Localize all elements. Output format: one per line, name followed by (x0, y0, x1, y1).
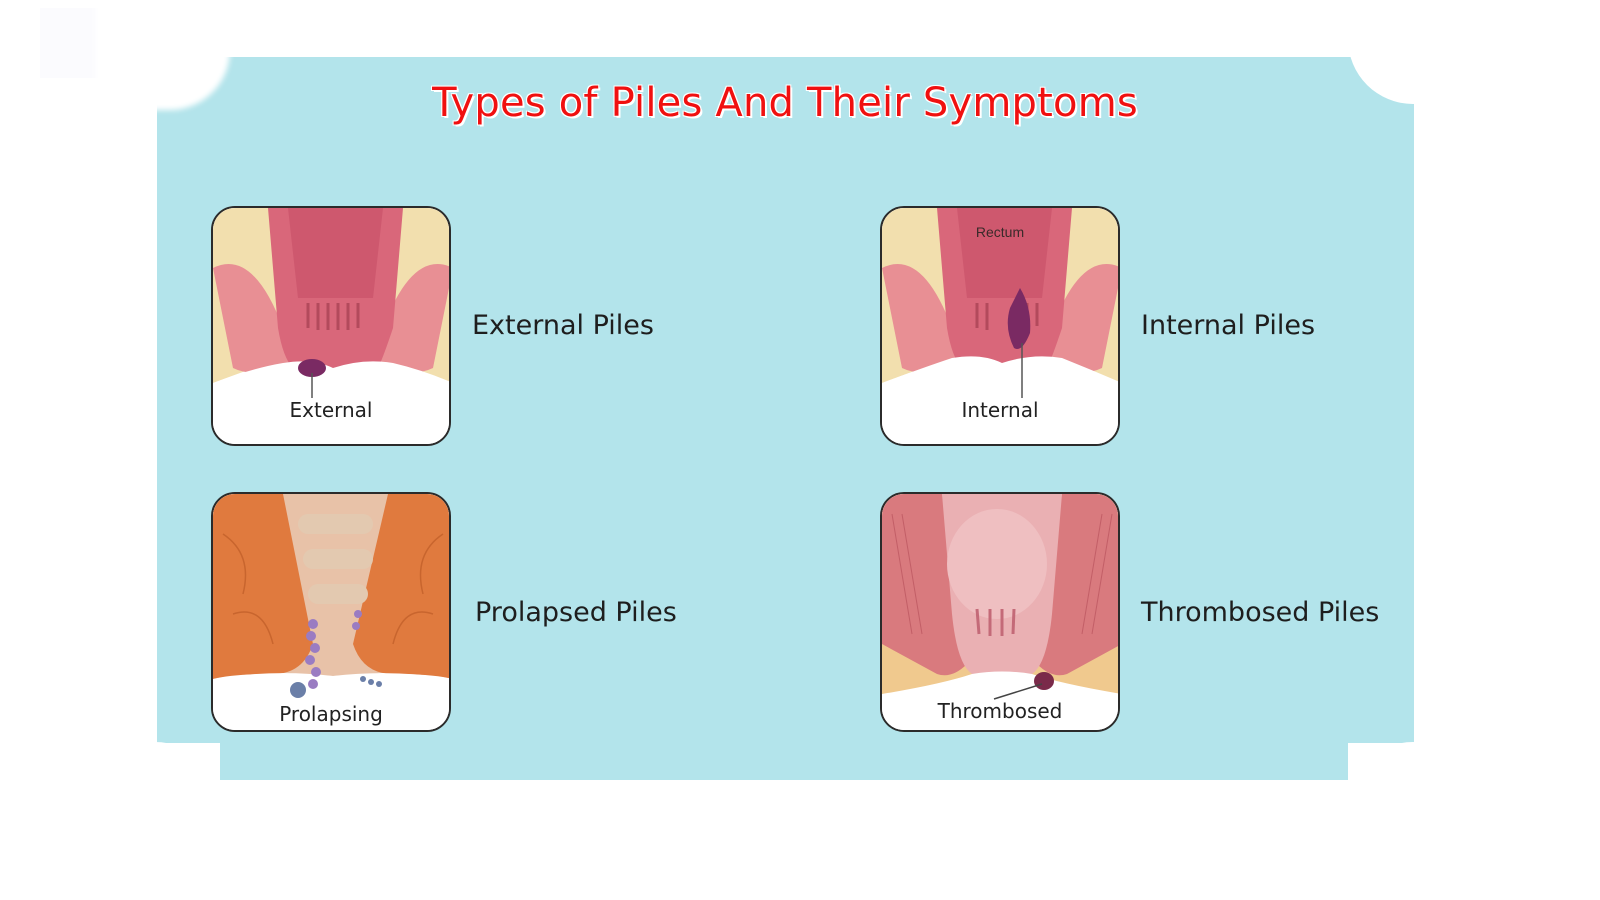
corner-cutout-bottom-left (90, 742, 220, 872)
illustration-sublabel-rectum: Rectum (975, 224, 1025, 240)
infographic-panel-bottom-band (220, 742, 1348, 780)
illustration-card-thrombosed: Thrombosed (880, 492, 1120, 732)
thrombosed-piles-anatomy-illustration-icon (882, 494, 1118, 730)
illustration-card-internal: Rectum Internal (880, 206, 1120, 446)
piles-type-label-external: External Piles (472, 310, 654, 341)
piles-type-label-thrombosed: Thrombosed Piles (1141, 597, 1380, 628)
piles-type-label-internal: Internal Piles (1141, 310, 1316, 341)
internal-piles-anatomy-illustration-icon (882, 208, 1118, 444)
corner-cutout-top-right (1348, 0, 1478, 104)
illustration-caption: Internal (961, 398, 1039, 422)
illustration-card-external: External (211, 206, 451, 446)
external-piles-anatomy-illustration-icon (213, 208, 449, 444)
prolapsed-piles-anatomy-illustration-icon (213, 494, 449, 730)
corner-cutout-bottom-right (1348, 742, 1478, 872)
corner-cutout-top-left (95, 0, 230, 110)
piles-type-label-prolapsed: Prolapsed Piles (475, 597, 677, 628)
illustration-caption: Thrombosed (937, 699, 1063, 723)
illustration-caption: Prolapsing (279, 702, 383, 726)
illustration-card-prolapsed: Prolapsing (211, 492, 451, 732)
page-title: Types of Piles And Their Symptoms (432, 80, 1138, 126)
illustration-caption: External (289, 398, 373, 422)
